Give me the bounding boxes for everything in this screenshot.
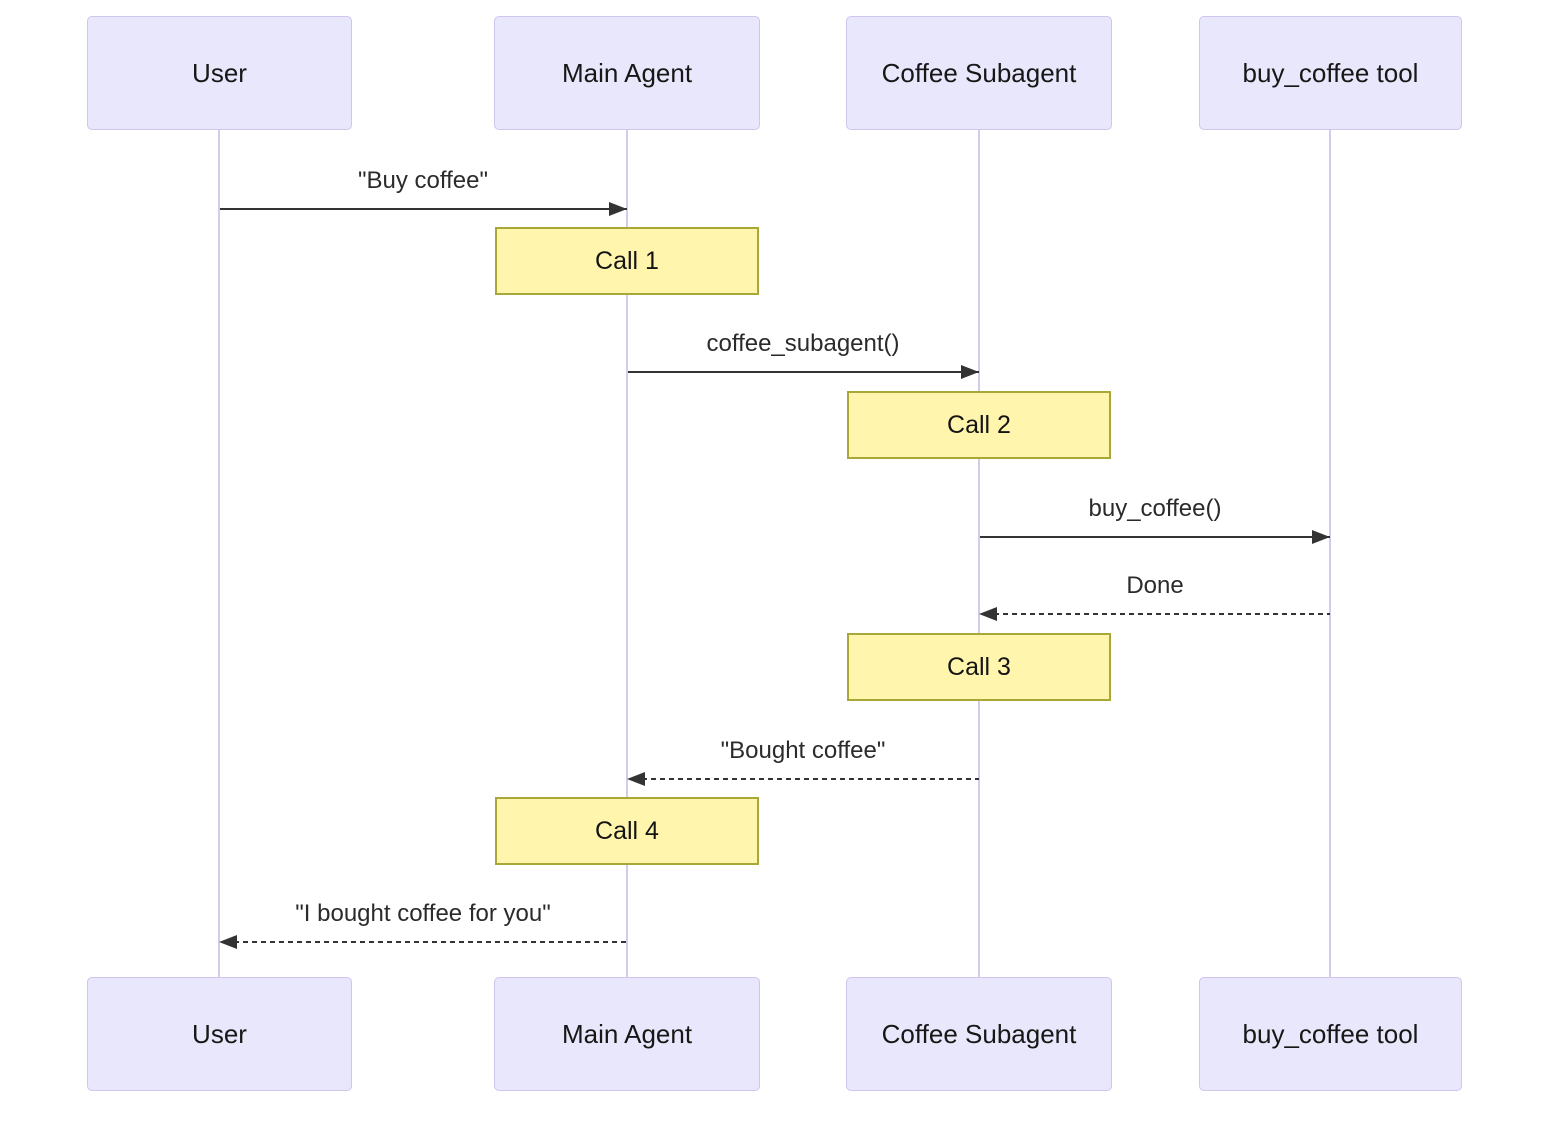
message-label-i-bought-coffee: "I bought coffee for you" — [295, 900, 551, 927]
arrowhead-right-icon — [609, 202, 627, 216]
note-label-call-3: Call 3 — [947, 652, 1011, 681]
message-line-buy-coffee — [220, 208, 627, 210]
arrowhead-left-icon — [627, 772, 645, 786]
note-label-call-2: Call 2 — [947, 410, 1011, 439]
actor-label-buy-coffee-tool: buy_coffee tool — [1242, 1018, 1419, 1049]
lifeline-coffee-subagent — [978, 130, 980, 978]
actor-label-buy-coffee-tool: buy_coffee tool — [1242, 57, 1419, 88]
message-label-buy-coffee-call: buy_coffee() — [1088, 495, 1222, 522]
actor-label-coffee-subagent: Coffee Subagent — [881, 57, 1077, 88]
lifeline-buy-coffee-tool — [1329, 130, 1331, 978]
note-label-call-4: Call 4 — [595, 816, 659, 845]
note-label-call-1: Call 1 — [595, 246, 659, 275]
actor-box-buy-coffee-tool-top: buy_coffee tool — [1199, 16, 1462, 130]
arrowhead-right-icon — [1312, 530, 1330, 544]
arrowhead-left-icon — [979, 607, 997, 621]
actor-label-user: User — [192, 1018, 247, 1049]
actor-box-user-top: User — [87, 16, 352, 130]
note-call-1: Call 1 — [495, 227, 759, 295]
message-label-buy-coffee: "Buy coffee" — [357, 167, 488, 194]
actor-box-main-agent-bottom: Main Agent — [494, 977, 760, 1091]
lifeline-user — [218, 130, 220, 978]
actor-box-user-bottom: User — [87, 977, 352, 1091]
message-line-buy-coffee-call — [980, 536, 1330, 538]
actor-label-main-agent: Main Agent — [561, 1018, 693, 1049]
actor-box-coffee-subagent-bottom: Coffee Subagent — [846, 977, 1112, 1091]
arrowhead-right-icon — [961, 365, 979, 379]
actor-box-coffee-subagent-top: Coffee Subagent — [846, 16, 1112, 130]
message-label-done: Done — [1126, 572, 1184, 599]
note-call-3: Call 3 — [847, 633, 1111, 701]
message-line-done — [985, 613, 1330, 615]
note-call-2: Call 2 — [847, 391, 1111, 459]
message-label-coffee-subagent-call: coffee_subagent() — [706, 330, 900, 357]
actor-box-main-agent-top: Main Agent — [494, 16, 760, 130]
note-call-4: Call 4 — [495, 797, 759, 865]
lifeline-main-agent — [626, 130, 628, 978]
message-line-coffee-subagent-call — [628, 371, 979, 373]
actor-label-coffee-subagent: Coffee Subagent — [881, 1018, 1077, 1049]
actor-label-user: User — [192, 57, 247, 88]
actor-label-main-agent: Main Agent — [561, 57, 693, 88]
message-line-i-bought-coffee — [225, 941, 627, 943]
message-line-bought-coffee — [633, 778, 979, 780]
actor-box-buy-coffee-tool-bottom: buy_coffee tool — [1199, 977, 1462, 1091]
arrowhead-left-icon — [219, 935, 237, 949]
message-label-bought-coffee: "Bought coffee" — [720, 737, 886, 764]
